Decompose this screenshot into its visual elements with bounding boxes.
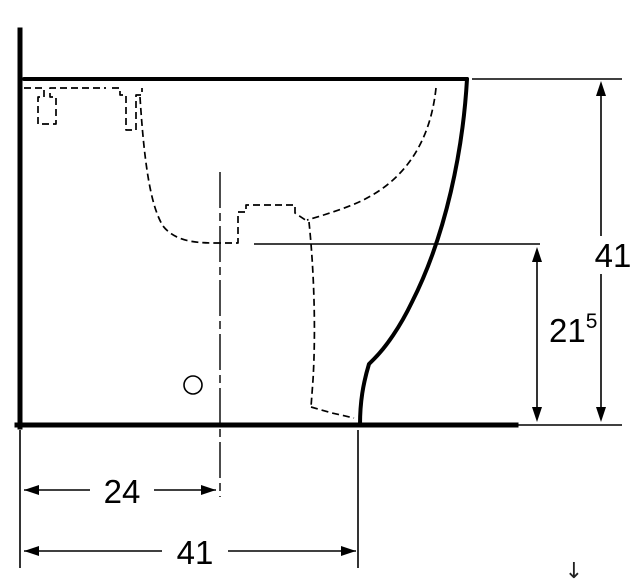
label-mask-depth-total bbox=[162, 533, 228, 569]
arrowhead-down-rim-height bbox=[532, 407, 542, 422]
hidden-trap-step bbox=[214, 204, 308, 244]
arrowhead-up-rim-height bbox=[532, 247, 542, 262]
arrowhead-up-height-total bbox=[596, 81, 606, 96]
dim-label-depth-total: 41 bbox=[177, 534, 214, 571]
arrowhead-down-height-total bbox=[596, 407, 606, 422]
dim-label-rim-height-sup: 5 bbox=[586, 310, 598, 333]
dim-label-height-total: 41 bbox=[595, 237, 632, 274]
hidden-outlet-bottom bbox=[310, 406, 355, 419]
dim-label-rim-height: 215 bbox=[549, 310, 597, 349]
hidden-outlet-side bbox=[308, 221, 316, 408]
hidden-basin-right-curve bbox=[306, 87, 437, 221]
arrowhead-right-center-distance bbox=[201, 485, 216, 495]
hidden-rim-left-step bbox=[24, 87, 106, 125]
arrowhead-left-center-distance bbox=[24, 485, 39, 495]
fixing-hole bbox=[183, 375, 203, 395]
dim-label-rim-height-main: 21 bbox=[549, 312, 586, 349]
arrowhead-left-depth-total bbox=[24, 546, 39, 556]
hidden-basin-left-curve bbox=[139, 96, 215, 244]
hidden-rim-second-step bbox=[112, 87, 143, 131]
dim-label-center-distance: 24 bbox=[104, 473, 141, 510]
label-mask-center-distance bbox=[90, 472, 154, 508]
scroll-down-arrow-icon: ↓ bbox=[565, 559, 583, 584]
fixture-rear-profile bbox=[358, 77, 469, 427]
arrowhead-right-depth-total bbox=[341, 546, 356, 556]
label-mask-height-total bbox=[590, 236, 638, 274]
